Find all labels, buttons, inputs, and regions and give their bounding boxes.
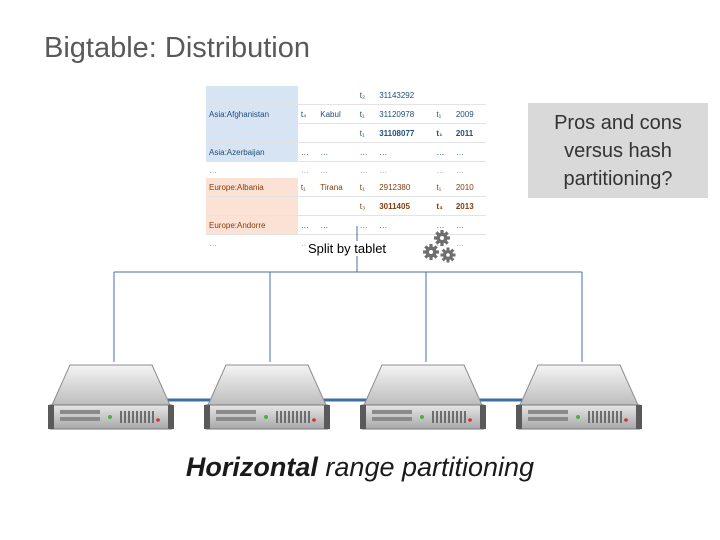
tablet-cell: … (376, 215, 434, 235)
tablet-cell (206, 86, 298, 105)
tablet-cell (297, 86, 318, 105)
slide-title: Bigtable: Distribution (44, 32, 310, 64)
tablet-cell (452, 86, 486, 105)
tablet-cell: 2013 (452, 196, 486, 216)
tablet-cell: … (209, 238, 217, 248)
tablet-cell: t₄ (297, 104, 318, 124)
tablet-cell: t₃ (433, 196, 453, 216)
split-by-tablet-label: Split by tablet (306, 241, 389, 256)
tablet-cell: 31108077 (376, 123, 434, 143)
tablet-cell: t₁ (356, 104, 377, 124)
tablet-row: Europe:Andorre……………… (206, 215, 486, 235)
tablet-cell: t₃ (356, 196, 377, 216)
tablet-cell: … (297, 215, 318, 235)
diagram-caption: Horizontal range partitioning (0, 452, 720, 483)
callout-line-1: Pros and cons (554, 112, 682, 134)
tablet-cell (297, 196, 318, 216)
tablet-cell (317, 123, 357, 143)
tablet-cell (317, 196, 357, 216)
callout-line-2: versus hash (564, 140, 672, 162)
caption-emphasis: Horizontal (185, 452, 318, 482)
tablet-cell: … (379, 165, 388, 175)
tablet-cell: … (452, 142, 486, 162)
tablet-cell: 3011405 (376, 196, 434, 216)
tablet-cell: … (317, 215, 357, 235)
tablet-cell: … (317, 142, 357, 162)
tablet-cell: … (300, 238, 309, 248)
tablet-cell: 2009 (452, 104, 486, 124)
server-icon (360, 364, 486, 430)
tablet-cell (433, 86, 453, 105)
tablet-cell: t₁ (433, 123, 453, 143)
tablet-cell: … (356, 215, 377, 235)
tablet-cell: … (300, 165, 309, 175)
pros-cons-callout: Pros and cons versus hash partitioning? (528, 103, 708, 198)
tablet-cell: … (376, 142, 434, 162)
server-icon (48, 364, 174, 430)
tablet-cell (206, 196, 298, 216)
tablet-cell: 31120978 (376, 104, 434, 124)
tablet-cell: 2912380 (376, 178, 434, 197)
server-icon (516, 364, 642, 430)
tablet-cell (297, 123, 318, 143)
tablet-cell: … (297, 142, 318, 162)
gears-icon (423, 230, 456, 263)
tablet-cell: t₁ (297, 178, 318, 197)
tablet-cell: Tirana (317, 178, 357, 197)
tablet-cell: … (433, 142, 453, 162)
tablet-cell: … (359, 165, 368, 175)
tablet-cell: Europe:Andorre (206, 215, 298, 235)
tablet-cell (206, 123, 298, 143)
tablet-cell: 2011 (452, 123, 486, 143)
server-icon (204, 364, 330, 430)
tablet-cell: t₁ (433, 104, 453, 124)
tablet-cell: … (320, 165, 329, 175)
caption-rest: range partitioning (317, 452, 535, 482)
tablet-cell: … (356, 142, 377, 162)
tablet-row: … … … … … … … (206, 162, 486, 179)
tablet-cell: t₁ (433, 178, 453, 197)
tablet-cell: t₁ (356, 178, 377, 197)
tablet-cell: t₁ (356, 123, 377, 143)
tablet-cell: … (436, 165, 445, 175)
tablet-cell: Europe:Albania (206, 178, 298, 197)
tablet-cell: t₂ (356, 86, 377, 105)
tablet-cell: … (455, 238, 464, 248)
callout-line-3: partitioning? (563, 168, 673, 190)
tablet-cell: Asia:Azerbaijan (206, 142, 298, 162)
tablet-cell: Asia:Afghanistan (206, 104, 298, 124)
tablet-cell: … (452, 215, 486, 235)
tablet-cell: 2010 (452, 178, 486, 197)
tablet-cell: … (455, 165, 464, 175)
tablet-cell: 31143292 (376, 86, 434, 105)
tablet-cell: … (209, 165, 217, 175)
tablet-cell (317, 86, 357, 105)
server-row (48, 364, 642, 430)
tablet-cell: Kabul (317, 104, 357, 124)
tablet-row: Asia:Azerbaijan……………… (206, 142, 486, 162)
